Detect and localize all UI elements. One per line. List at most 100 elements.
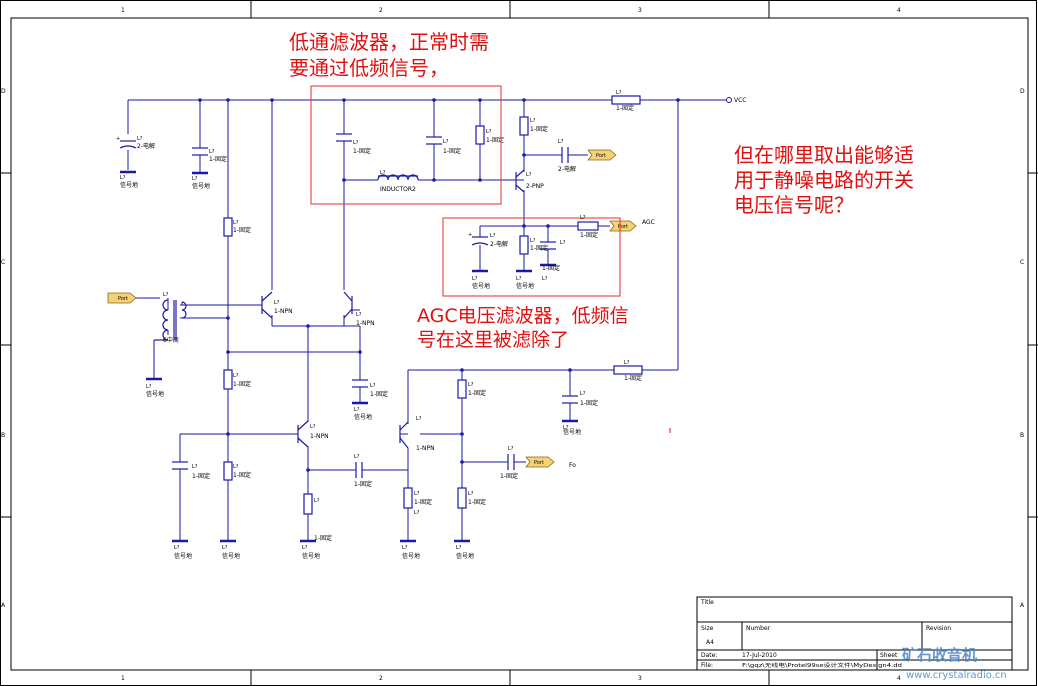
value-label: 1-固定 — [580, 399, 598, 407]
designator: L? — [530, 238, 536, 244]
row-label: B — [1020, 432, 1024, 439]
ground-label: 信号地 — [516, 282, 534, 290]
resistors — [223, 95, 643, 515]
designator: L? — [222, 545, 228, 551]
value-label: 2-电解 — [137, 142, 155, 150]
lowpass-note-bg — [287, 26, 539, 84]
ground-label: 信号地 — [456, 552, 474, 560]
port-agc: Port AGC — [609, 219, 655, 232]
designator: L? — [542, 276, 548, 282]
junction-dots — [198, 98, 680, 472]
watermark: 矿石收音机 www.crystalradio.cn — [902, 646, 1007, 681]
value-label: 1-固定 — [580, 231, 598, 239]
designator: L? — [192, 464, 198, 470]
size-label: Size — [701, 625, 714, 632]
port-fo: Port Fo — [525, 456, 576, 469]
ground-label: 信号地 — [120, 181, 138, 189]
ground-label: 信号地 — [354, 413, 372, 421]
row-label: B — [1, 432, 5, 439]
designator: L? — [137, 136, 143, 142]
row-label: A — [1, 602, 6, 609]
inductor — [377, 174, 419, 181]
value-label: 1-固定 — [192, 472, 210, 480]
designator: L? — [353, 140, 359, 146]
value-label: 1-固定 — [500, 472, 518, 480]
size-value: A4 — [706, 639, 714, 646]
designator: L? — [146, 384, 152, 390]
row-label: C — [1020, 259, 1024, 266]
value-label: 2-电解 — [490, 240, 508, 248]
designator: L? — [530, 118, 536, 124]
file-label: File: — [701, 662, 713, 669]
designator: L? — [274, 300, 280, 306]
value-label: 1-NPN — [416, 445, 435, 452]
value-label: 1-固定 — [616, 104, 634, 112]
designator: L? — [120, 175, 126, 181]
agc-note-bg — [415, 300, 670, 354]
designator: L? — [370, 383, 376, 389]
value-label: 1-NPN — [356, 320, 375, 327]
value-label: 1-固定 — [353, 147, 371, 155]
value-label: 1-固定 — [624, 374, 642, 382]
designator: L? — [456, 545, 462, 551]
ground-label: 信号地 — [192, 182, 210, 190]
lowpass-note-line: 要通过低频信号， — [289, 56, 449, 80]
date-value: 17-Jul-2010 — [742, 652, 777, 659]
agc-note-line: 号在这里被滤除了 — [417, 329, 569, 351]
designator: L? — [356, 312, 362, 318]
designator: L? — [526, 172, 532, 178]
value-label: 1-固定 — [468, 389, 486, 397]
watermark-url: www.crystalradio.cn — [906, 670, 1007, 681]
row-label: A — [1020, 602, 1025, 609]
port-label: Port — [118, 296, 128, 302]
value-label: 2-PNP — [526, 183, 544, 190]
date-label: Date: — [701, 652, 717, 659]
value-label: 1-固定 — [233, 380, 251, 388]
designator: L? — [580, 391, 586, 397]
col-label: 2 — [379, 675, 383, 682]
value-label: 2-电解 — [558, 165, 576, 173]
frame-column-labels: 1 2 3 4 1 2 3 4 — [121, 7, 901, 682]
agc-label: AGC — [642, 219, 655, 226]
ground-label: 信号地 — [146, 390, 164, 398]
designator: L? — [192, 176, 198, 182]
ground-label: 信号地 — [472, 282, 490, 290]
row-label: D — [1020, 88, 1025, 95]
question-note-line: 用于静噪电路的开关 — [734, 168, 914, 192]
designator: L? — [380, 170, 386, 176]
watermark-cn: 矿石收音机 — [902, 646, 977, 664]
fo-label: Fo — [569, 462, 576, 469]
designator: L? — [624, 360, 630, 366]
svg-text:+: + — [468, 232, 472, 238]
value-label: 1-NPN — [274, 308, 293, 315]
lowpass-highlight — [310, 85, 502, 205]
port-pnp-out: Port — [587, 149, 617, 161]
title-label: Title — [700, 599, 714, 606]
designator: L? — [302, 545, 308, 551]
vcc-label: VCC — [734, 97, 746, 104]
question-note-line: 但在哪里取出能够适 — [734, 143, 914, 167]
question-note: 但在哪里取出能够适 用于静噪电路的开关 电压信号呢？ — [734, 143, 914, 217]
value-label: 1-固定 — [354, 480, 372, 488]
component-labels: L? 2-电解 L? 信号地 L? 1-固定 L? 信号地 L? 1-固定 L?… — [120, 90, 642, 560]
value-label: INDUCTOR2 — [380, 186, 416, 193]
designator: L? — [516, 276, 522, 282]
designator: L? — [402, 545, 408, 551]
revision-label: Revision — [926, 625, 951, 632]
designator: L? — [314, 498, 320, 504]
port-input: Port — [107, 292, 137, 304]
designator: L? — [163, 292, 169, 298]
col-label: 1 — [121, 675, 125, 682]
designator: L? — [354, 454, 360, 460]
designator: L? — [558, 139, 564, 145]
value-label: 1-固定 — [443, 147, 461, 155]
designator: L? — [486, 129, 492, 135]
value-label: 1-固定 — [542, 264, 560, 272]
lowpass-note-line: 低通滤波器，正常时需 — [289, 30, 489, 54]
row-label: D — [1, 88, 6, 95]
designator: L? — [560, 240, 566, 246]
if-transformer — [154, 299, 187, 341]
designator: L? — [354, 407, 360, 413]
lowpass-note: 低通滤波器，正常时需 要通过低频信号， — [289, 30, 489, 80]
designator: L? — [414, 491, 420, 497]
